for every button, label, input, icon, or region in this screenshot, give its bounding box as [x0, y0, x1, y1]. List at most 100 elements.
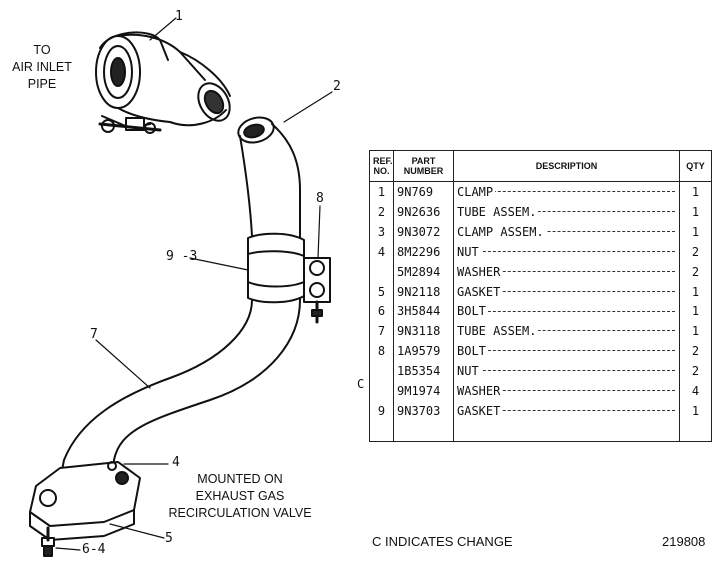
part-number-cell: 3H5844 — [393, 301, 454, 322]
drawing-number: 219808 — [662, 534, 706, 549]
callout-9-3: 9 -3 — [166, 249, 198, 264]
part-number-cell: 5M2894 — [393, 261, 454, 282]
empty-cell — [393, 420, 454, 442]
mounted-note: MOUNTED ON EXHAUST GAS RECIRCULATION VAL… — [160, 471, 320, 522]
qty-cell: 1 — [679, 301, 712, 322]
qty-cell: 4 — [679, 381, 712, 402]
mounting-flange-part — [29, 461, 141, 557]
part-number-cell: 1B5354 — [393, 361, 454, 382]
part-number-cell: 9N3118 — [393, 321, 454, 342]
clamp-elbow-part — [95, 31, 231, 134]
air-inlet-note-line: TO — [33, 43, 51, 57]
table-filler-row — [369, 420, 712, 442]
coupling-clamp-part — [247, 232, 331, 324]
ref-cell: 6 — [369, 301, 394, 322]
part-number-cell: 9N3072 — [393, 221, 454, 242]
header-ref-no: REF. NO. — [369, 150, 394, 182]
qty-cell: 2 — [679, 361, 712, 382]
air-inlet-note: TO AIR INLET PIPE — [6, 42, 78, 93]
part-number-cell: 9N769 — [393, 181, 454, 202]
ref-cell — [369, 261, 394, 282]
description-cell: CLAMP ASSEM. — [453, 221, 680, 242]
description-text: WASHER — [457, 384, 503, 399]
description-text: GASKET — [457, 404, 503, 419]
leader-lines — [55, 17, 333, 551]
description-cell: TUBE ASSEM. — [453, 202, 680, 222]
description-cell: CLAMP — [453, 181, 680, 202]
header-description: DESCRIPTION — [453, 150, 680, 182]
description-text: TUBE ASSEM. — [457, 204, 539, 219]
description-cell: BOLT — [453, 341, 680, 362]
ref-cell — [369, 381, 394, 402]
part-number-cell: 9M1974 — [393, 381, 454, 402]
callout-8: 8 — [316, 191, 324, 206]
qty-cell: 1 — [679, 221, 712, 242]
description-cell: BOLT — [453, 301, 680, 322]
qty-cell: 1 — [679, 202, 712, 222]
description-text: CLAMP ASSEM. — [457, 224, 546, 239]
ref-cell — [369, 361, 394, 382]
part-number-cell: 9N2636 — [393, 202, 454, 222]
air-inlet-note-line: PIPE — [27, 77, 57, 91]
description-cell: NUT — [453, 241, 680, 262]
callout-6-4: 6-4 — [82, 542, 106, 557]
part-number-cell: 9N3703 — [393, 401, 454, 421]
description-text: CLAMP — [457, 185, 496, 199]
description-cell: NUT — [453, 361, 680, 382]
callout-5: 5 — [165, 531, 173, 546]
empty-cell — [369, 420, 394, 442]
qty-cell: 1 — [679, 401, 712, 421]
ref-cell: 1 — [369, 181, 394, 202]
callout-1: 1 — [175, 9, 183, 24]
callout-4: 4 — [172, 455, 180, 470]
qty-cell: 2 — [679, 241, 712, 262]
description-text: TUBE ASSEM. — [457, 324, 539, 339]
mounted-note-line: MOUNTED ON — [197, 472, 283, 486]
description-text: WASHER — [457, 264, 503, 279]
empty-cell — [453, 420, 680, 442]
header-part-number: PART NUMBER — [393, 150, 454, 182]
description-cell: WASHER — [453, 261, 680, 282]
description-text: BOLT — [457, 304, 488, 319]
change-mark: C — [357, 377, 365, 391]
ref-cell: 8 — [369, 341, 394, 362]
callout-7: 7 — [90, 327, 98, 342]
mounted-note-line: EXHAUST GAS — [195, 489, 285, 503]
air-inlet-note-line: AIR INLET — [12, 60, 72, 74]
qty-cell: 1 — [679, 281, 712, 302]
callout-2: 2 — [333, 79, 341, 94]
description-cell: WASHER — [453, 381, 680, 402]
parts-table-header: REF. NO. PART NUMBER DESCRIPTION QTY — [369, 150, 712, 182]
header-qty: QTY — [679, 150, 712, 182]
part-number-cell: 1A9579 — [393, 341, 454, 362]
part-number-cell: 9N2118 — [393, 281, 454, 302]
description-cell: GASKET — [453, 281, 680, 302]
description-text: GASKET — [457, 284, 503, 299]
qty-cell: 2 — [679, 341, 712, 362]
change-note: C INDICATES CHANGE — [372, 534, 513, 549]
qty-cell: 1 — [679, 181, 712, 202]
description-text: NUT — [457, 244, 481, 259]
ref-cell: 5 — [369, 281, 394, 302]
description-cell: TUBE ASSEM. — [453, 321, 680, 342]
description-text: BOLT — [457, 344, 488, 359]
mounted-note-line: RECIRCULATION VALVE — [168, 506, 312, 520]
empty-cell — [679, 420, 712, 442]
ref-cell: 9 — [369, 401, 394, 421]
qty-cell: 2 — [679, 261, 712, 282]
